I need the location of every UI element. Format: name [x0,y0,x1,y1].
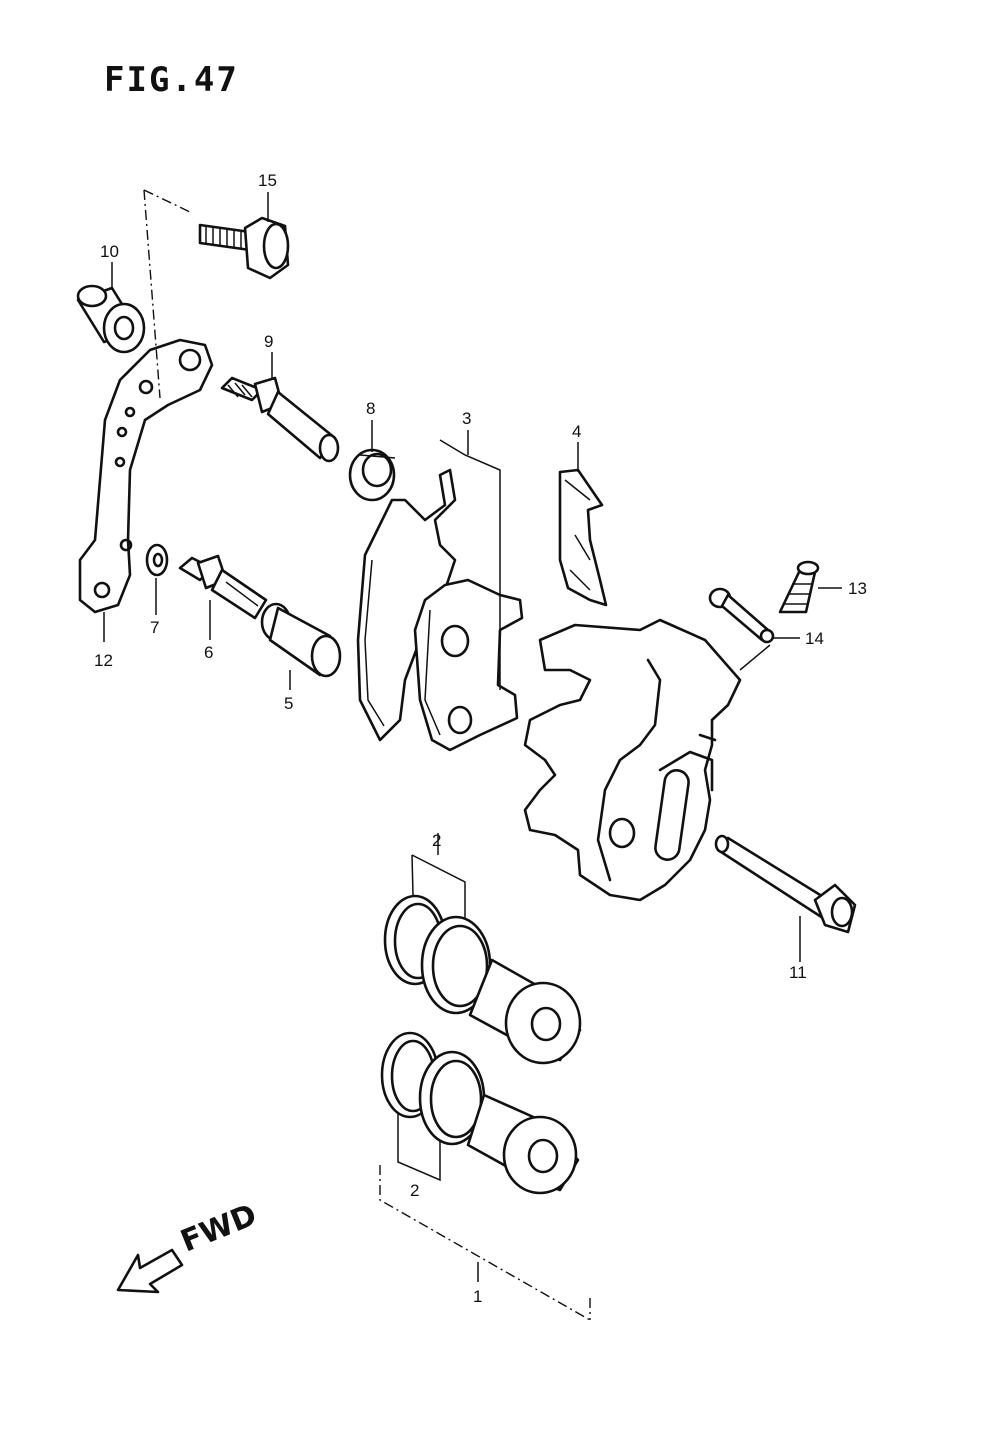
part-14-bleeder-cap[interactable] [708,587,775,644]
part-6-slide-pin[interactable] [178,554,268,620]
leader-lines [103,192,842,962]
callout-2-lower: 2 [410,1181,419,1200]
part-12-caliper-bracket[interactable] [78,338,214,614]
fwd-direction-arrow [116,1248,184,1294]
part-9-slide-pin[interactable] [220,376,340,463]
fwd-label: FWD [176,1198,262,1260]
part-15-flange-bolt[interactable] [198,216,290,280]
callout-14: 14 [805,629,824,648]
callout-11: 11 [789,963,807,982]
callout-1: 1 [473,1287,482,1306]
callout-2-upper: 2 [432,831,441,850]
callout-13: 13 [848,579,867,598]
callout-10: 10 [100,242,119,261]
part-4-pad-spring[interactable] [558,468,608,607]
part-7-washer[interactable] [145,543,169,577]
callout-6: 6 [204,643,213,662]
part-2-piston-seal-set-upper[interactable] [383,894,582,1065]
part-10-collar[interactable] [76,284,146,354]
part-13-bleeder-screw[interactable] [778,560,820,614]
figure-title: FIG.47 [104,60,239,100]
part-2-piston-seal-set-lower[interactable] [380,1031,580,1195]
part-8-boot[interactable] [348,448,396,502]
part-3-brake-pad-set[interactable] [356,468,524,752]
callout-5: 5 [284,694,293,713]
callout-12: 12 [94,651,113,670]
callout-4: 4 [572,422,581,441]
callout-3: 3 [462,409,471,428]
part-11-caliper-bolt[interactable] [714,834,857,934]
callout-7: 7 [150,618,159,637]
part-5-sleeve[interactable] [260,602,342,678]
caliper-body[interactable] [523,618,742,902]
callout-15: 15 [258,171,277,190]
callout-9: 9 [264,332,273,351]
callout-8: 8 [366,399,375,418]
